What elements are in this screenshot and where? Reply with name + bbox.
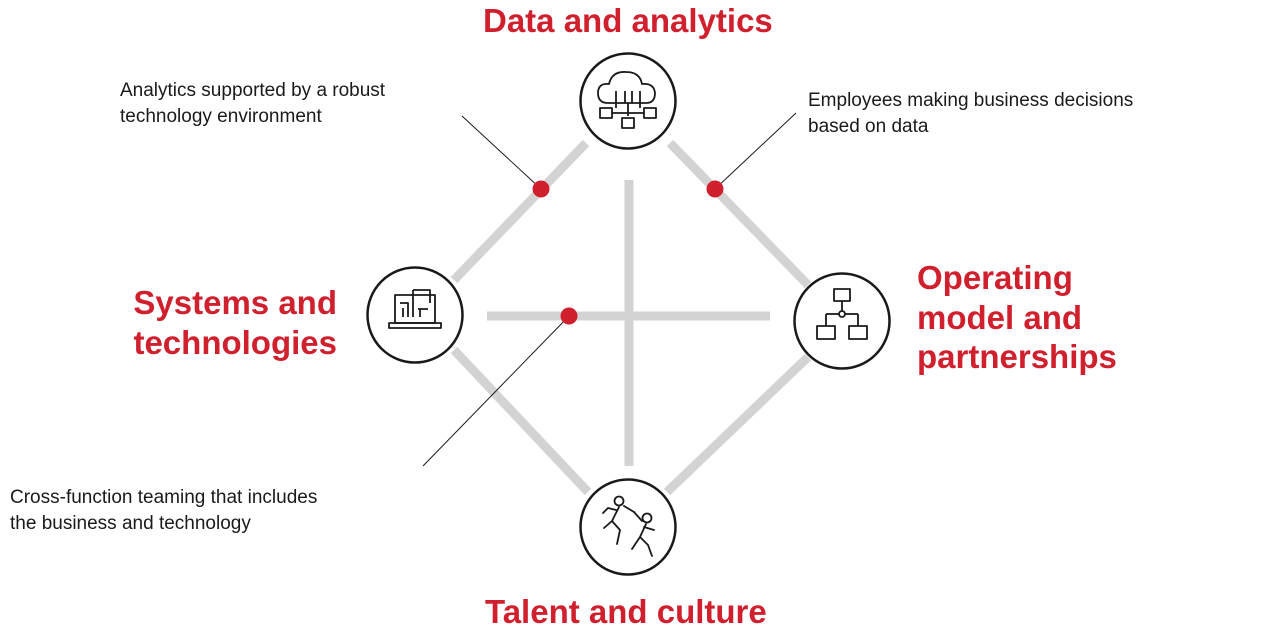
connector-top-right [666, 139, 812, 289]
leader-crossfunction [422, 315, 570, 467]
note-crossfunction: Cross-function teaming that includes the… [10, 485, 317, 536]
center-cross [487, 180, 770, 466]
marker-employees [706, 180, 724, 198]
node-systems [366, 266, 464, 364]
node-data-analytics [579, 52, 677, 150]
pillar-title-left-line-1: Systems and [133, 284, 337, 321]
note-analytics: Analytics supported by a robust technolo… [120, 78, 385, 129]
pillar-title-top: Data and analytics [483, 2, 773, 39]
note-employees-line-1: Employees making business decisions [808, 90, 1134, 111]
note-employees-line-2: based on data [808, 115, 929, 137]
note-crossfunction-line-1: Cross-function teaming that includes [10, 487, 318, 508]
note-crossfunction-line-2: the business and technology [10, 512, 251, 534]
marker-analytics [532, 180, 550, 198]
pillar-title-left: Systems and technologies [133, 283, 337, 362]
markers [532, 180, 724, 325]
pillar-title-right-line-1: Operating [917, 259, 1073, 296]
note-analytics-line-1: Analytics supported by a robust [120, 80, 386, 101]
connector-right-bottom [663, 353, 812, 496]
node-operating-model [793, 272, 891, 370]
pillar-title-right: Operating model and partnerships [917, 258, 1117, 377]
pillar-title-right-line-3: partnerships [917, 338, 1117, 376]
node-circle-top [579, 52, 677, 150]
node-talent [579, 478, 677, 576]
connector-left-bottom [450, 346, 592, 496]
note-analytics-line-2: technology environment [120, 105, 322, 127]
laptop-icon [388, 289, 442, 329]
org-chart-icon [816, 288, 868, 340]
climbers-icon [602, 495, 655, 557]
node-circle-left [366, 266, 464, 364]
leader-employees [714, 112, 797, 190]
note-employees: Employees making business decisions base… [808, 88, 1133, 139]
pillar-title-bottom: Talent and culture [485, 593, 767, 630]
leader-analytics [461, 115, 542, 190]
marker-crossfunction [560, 307, 578, 325]
pillar-title-right-line-2: model and [917, 298, 1083, 336]
connector-top-left [450, 139, 590, 284]
node-circle-right [793, 272, 891, 370]
node-circle-bottom [579, 478, 677, 576]
cloud-network-icon [597, 71, 657, 129]
diamond-connectors [450, 139, 812, 496]
pillar-title-left-line-2: technologies [133, 323, 337, 361]
leader-lines [422, 112, 797, 467]
